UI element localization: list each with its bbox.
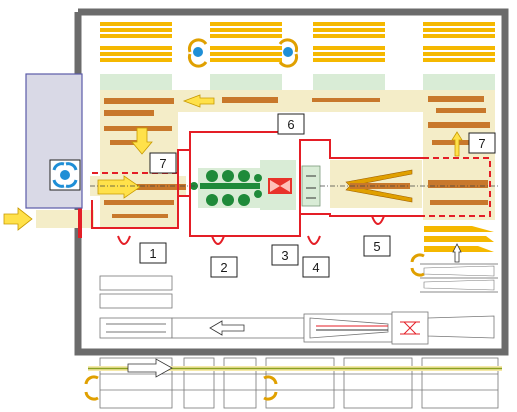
svg-text:3: 3	[281, 248, 288, 263]
control-cabinet	[25, 73, 83, 209]
svg-text:6: 6	[287, 117, 294, 132]
svg-text:7: 7	[159, 156, 166, 171]
zone-label-1: 1	[139, 242, 167, 264]
svg-text:7: 7	[478, 136, 485, 151]
down-arrow-icon	[131, 127, 153, 155]
crane-icon-right	[410, 253, 425, 277]
storage-rack-2	[210, 22, 282, 62]
crane-icon-bottom	[84, 375, 278, 401]
return-conveyor	[178, 90, 423, 112]
zone-label-6: 6	[277, 113, 305, 135]
zone-label-2: 2	[210, 256, 238, 278]
svg-text:4: 4	[312, 260, 319, 275]
storage-rack-4	[423, 22, 495, 62]
right-stock-lanes	[420, 220, 498, 306]
right-station-area	[423, 90, 495, 220]
zone-label-4: 4	[302, 256, 330, 278]
crane-icon	[187, 38, 299, 68]
top-storage-racks	[100, 22, 495, 62]
entry-conveyor	[3, 204, 94, 238]
svg-text:1: 1	[149, 246, 156, 261]
svg-text:2: 2	[220, 260, 227, 275]
lower-return-line	[99, 275, 495, 345]
outside-storage	[88, 357, 502, 409]
building-wall	[74, 8, 509, 356]
zone-label-5: 5	[363, 235, 391, 257]
svg-text:5: 5	[373, 239, 380, 254]
storage-rack-3	[313, 22, 385, 62]
zone-label-7-left: 7	[149, 152, 177, 174]
main-process-line	[90, 160, 500, 210]
zone-label-3: 3	[271, 244, 299, 266]
storage-rack-1	[100, 22, 172, 62]
zone-label-7-right: 7	[468, 132, 496, 154]
station-boxes	[100, 74, 495, 90]
